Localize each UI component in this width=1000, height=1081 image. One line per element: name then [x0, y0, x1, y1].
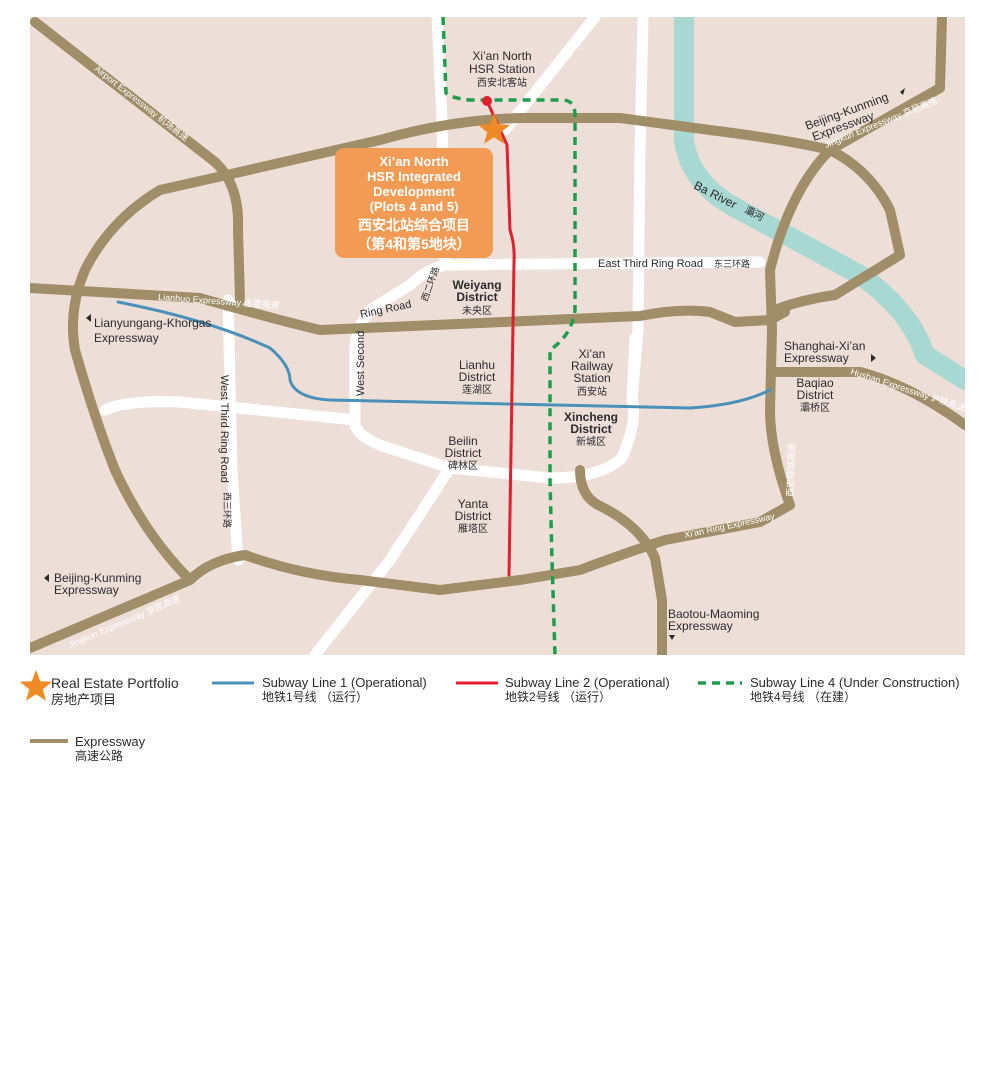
- shanghai-1: Shanghai-Xi’an: [784, 339, 865, 353]
- road-east-third: [439, 256, 766, 271]
- yanta-en-2: District: [455, 509, 492, 523]
- weiyang-en-1: Weiyang: [452, 278, 501, 292]
- railway-label-2: Railway: [571, 359, 613, 373]
- baqiao-zh: 灞桥区: [800, 402, 830, 414]
- legend-line-2-en: Subway Line 2 (Operational): [505, 675, 670, 690]
- legend-portfolio-en: Real Estate Portfolio: [51, 675, 179, 691]
- railway-label-zh: 西安站: [577, 385, 607, 398]
- arrow-sw-icon: [44, 574, 49, 582]
- beilin-en-1: Beilin: [448, 434, 477, 448]
- lianyungang-1: Lianyungang-Khorgas: [94, 316, 211, 330]
- ring-north-east: [235, 113, 905, 315]
- subway-line-4: [441, 17, 577, 655]
- north-hsr-label-2: HSR Station: [469, 62, 535, 76]
- road-west-link: [99, 396, 361, 426]
- ring-west: [67, 167, 245, 585]
- callout-line-2: HSR Integrated: [367, 169, 461, 184]
- legend-line-1-zh: 地铁1号线 （运行）: [262, 690, 369, 704]
- lianyungang-2: Expressway: [94, 331, 159, 345]
- callout-line-1: Xi’an North: [379, 154, 448, 169]
- legend-line-1: Subway Line 1 (Operational) 地铁1号线 （运行）: [262, 675, 427, 705]
- legend-expressway: Expressway 高速公路: [75, 734, 145, 764]
- road-south-west: [309, 462, 456, 655]
- yanta-zh: 雁塔区: [458, 522, 488, 535]
- baqiao-en-1: Baqiao: [796, 376, 834, 390]
- lianhuo-expressway: [30, 283, 790, 335]
- subway-line-1: [116, 300, 772, 410]
- east-third-ring-label: East Third Ring Road: [598, 258, 703, 270]
- callout-line-4: (Plots 4 and 5): [370, 199, 459, 214]
- beilin-en-2: District: [445, 446, 482, 460]
- callout-zh-2: （第4和第5地块）: [357, 236, 471, 252]
- xian-ring-zh-label: 西安绕城高速: [784, 443, 797, 497]
- legend-expressway-en: Expressway: [75, 734, 146, 749]
- real-estate-star-icon: [477, 113, 511, 144]
- yanta-en-1: Yanta: [458, 497, 489, 511]
- baotou-1: Baotou-Maoming: [668, 607, 759, 621]
- lianhu-zh: 莲湖区: [462, 384, 492, 396]
- west-third-ring-zh-label: 西三环路: [222, 492, 233, 528]
- hushan-expressway: [767, 367, 965, 430]
- expressways: [30, 17, 965, 655]
- legend-line-4: Subway Line 4 (Under Construction) 地铁4号线…: [750, 675, 960, 705]
- legend-line-4-zh: 地铁4号线 （在建）: [750, 690, 857, 704]
- north-hsr-label-zh: 西安北客站: [477, 76, 527, 89]
- baqiao-en-2: District: [797, 388, 834, 402]
- road-north-2: [499, 17, 601, 136]
- bj-kunming-sw-1: Beijing-Kunming: [54, 571, 141, 585]
- weiyang-zh: 未央区: [462, 304, 492, 317]
- west-second-label: West Second: [355, 331, 367, 396]
- legend-portfolio-zh: 房地产项目: [51, 692, 117, 707]
- legend-line-2-zh: 地铁2号线 （运行）: [505, 690, 612, 704]
- lianhu-en-1: Lianhu: [459, 358, 495, 372]
- lianhu-en-2: District: [459, 370, 496, 384]
- project-callout: [335, 148, 493, 258]
- subway-line-2: [485, 99, 516, 577]
- arrow-west-icon: [86, 314, 91, 322]
- xincheng-zh: 新城区: [576, 435, 606, 448]
- station-labels: Xi’an North HSR Station 西安北客站 Xi’an Rail…: [469, 49, 613, 398]
- north-hsr-station-dot: [482, 96, 492, 106]
- weiyang-en-2: District: [456, 290, 497, 304]
- callout-zh-1: 西安北站综合项目: [358, 217, 470, 233]
- legend-star-icon: [19, 670, 53, 701]
- ring-south-east: [185, 145, 835, 595]
- arrow-east-icon: [871, 354, 876, 362]
- xincheng-en-1: Xincheng: [564, 410, 618, 424]
- legend-expressway-zh: 高速公路: [75, 749, 124, 763]
- railway-label-1: Xi’an: [579, 347, 606, 361]
- shanghai-2: Expressway: [784, 351, 849, 365]
- north-hsr-label-1: Xi’an North: [472, 49, 531, 63]
- bj-kunming-sw-2: Expressway: [54, 583, 119, 597]
- xincheng-en-2: District: [570, 422, 611, 436]
- east-third-ring-zh-label: 东三环路: [714, 258, 750, 269]
- airport-expressway: [30, 17, 245, 305]
- beilin-zh: 碑林区: [448, 459, 478, 472]
- railway-label-3: Station: [573, 371, 610, 385]
- arrow-south-icon: [669, 635, 675, 640]
- city-roads: [99, 17, 766, 655]
- road-second-ring: [349, 259, 641, 484]
- baotou-maoming-expressway: [575, 465, 667, 655]
- jingkun-expressway-ne: [825, 17, 947, 155]
- jingkun-expressway-sw: [30, 575, 195, 653]
- road-west-third: [222, 294, 244, 566]
- legend-line-4-en: Subway Line 4 (Under Construction): [750, 675, 960, 690]
- legend-line-1-en: Subway Line 1 (Operational): [262, 675, 427, 690]
- arrow-ne-icon: [900, 88, 905, 95]
- baotou-2: Expressway: [668, 619, 733, 633]
- legend-portfolio: Real Estate Portfolio 房地产项目: [51, 675, 179, 708]
- callout-text: Xi’an North HSR Integrated Development (…: [357, 154, 471, 252]
- district-labels: Weiyang District 未央区 Lianhu District 莲湖区…: [445, 278, 834, 535]
- west-third-ring-label: West Third Ring Road: [218, 375, 230, 483]
- callout-line-3: Development: [373, 184, 455, 199]
- legend-line-2: Subway Line 2 (Operational) 地铁2号线 （运行）: [505, 675, 670, 705]
